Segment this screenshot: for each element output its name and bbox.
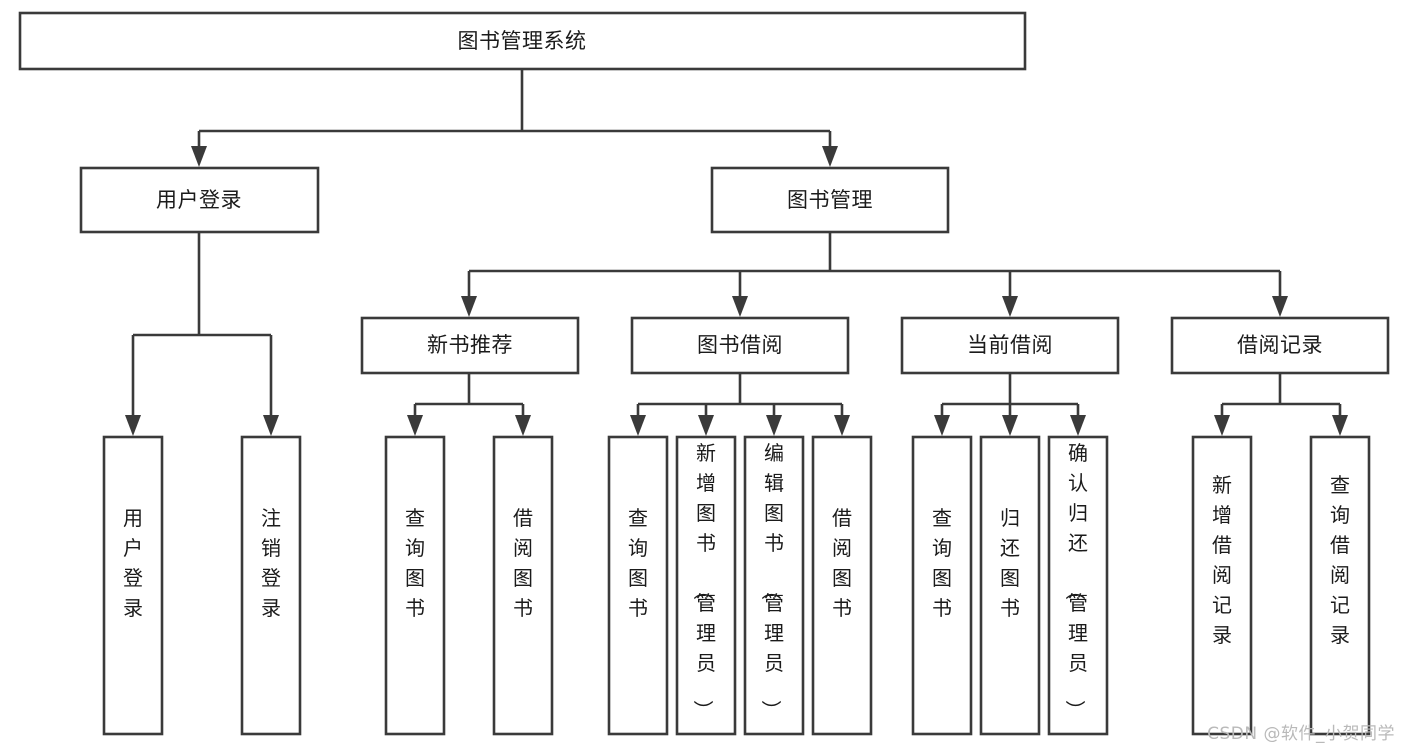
node-new-book-recommend[interactable]: 新书推荐 <box>360 316 580 375</box>
node-book-borrow-label: 图书借阅 <box>697 333 783 357</box>
leaf-edit-book-box[interactable] <box>743 435 805 736</box>
leaf-borrow-book-1[interactable]: 借阅图书 <box>492 435 554 736</box>
leaf-user-login-box[interactable] <box>102 435 164 736</box>
leaf-query-borrow-record-label: 查询借阅记录 <box>1330 473 1350 647</box>
leaf-query-borrow-record-box[interactable] <box>1309 435 1371 736</box>
leaf-logout-login-label: 注销登录 <box>261 506 281 620</box>
leaf-borrow-book-2-box[interactable] <box>811 435 873 736</box>
arrow-to-new-book-recommend-icon <box>461 296 477 317</box>
node-new-book-recommend-label: 新书推荐 <box>427 333 513 357</box>
leaf-add-borrow-record-box[interactable] <box>1191 435 1253 736</box>
node-current-borrow-label: 当前借阅 <box>967 333 1053 357</box>
leaf-edit-book-label: 编辑图书（管理员） <box>759 441 784 720</box>
arrow-cb-leaf1-icon <box>934 415 950 436</box>
leaf-add-book-box[interactable] <box>675 435 737 736</box>
node-new-book-recommend-box[interactable] <box>360 316 580 375</box>
arrow-to-book-borrow-icon <box>732 296 748 317</box>
arrow-cb-leaf3-icon <box>1070 415 1086 436</box>
node-user-login[interactable]: 用户登录 <box>79 166 320 234</box>
connectors-book-management-to-level3 <box>461 232 1288 317</box>
leaf-logout-login[interactable]: 注销登录 <box>240 435 302 736</box>
connectors-current-borrow-to-leaves <box>934 373 1086 436</box>
arrow-to-current-borrow-icon <box>1002 296 1018 317</box>
leaf-query-book-1-label: 查询图书 <box>405 506 425 620</box>
leaf-user-login-label: 用户登录 <box>123 506 143 620</box>
arrow-to-borrow-record-icon <box>1272 296 1288 317</box>
leaf-borrow-book-1-label: 借阅图书 <box>513 506 533 620</box>
leaf-query-book-2-box[interactable] <box>607 435 669 736</box>
node-book-management[interactable]: 图书管理 <box>710 166 950 234</box>
leaf-edit-book[interactable]: 编辑图书（管理员） <box>743 435 805 736</box>
leaf-confirm-return-box[interactable] <box>1047 435 1109 736</box>
arrow-bb-leaf3-icon <box>766 415 782 436</box>
node-user-login-label: 用户登录 <box>156 188 242 212</box>
node-borrow-record-label: 借阅记录 <box>1237 333 1323 357</box>
node-root-box[interactable] <box>18 11 1027 71</box>
leaf-borrow-book-1-box[interactable] <box>492 435 554 736</box>
node-borrow-record[interactable]: 借阅记录 <box>1170 316 1390 375</box>
arrow-bb-leaf4-icon <box>834 415 850 436</box>
node-current-borrow-box[interactable] <box>900 316 1120 375</box>
arrow-nbr-leaf2-icon <box>515 415 531 436</box>
leaf-return-book-label: 归还图书 <box>1000 506 1020 620</box>
leaf-add-borrow-record[interactable]: 新增借阅记录 <box>1191 435 1253 736</box>
arrow-to-book-management-icon <box>822 146 838 167</box>
node-borrow-record-box[interactable] <box>1170 316 1390 375</box>
arrow-br-leaf2-icon <box>1332 415 1348 436</box>
leaf-logout-login-box[interactable] <box>240 435 302 736</box>
leaf-query-borrow-record[interactable]: 查询借阅记录 <box>1309 435 1371 736</box>
leaf-query-book-3-label: 查询图书 <box>932 506 952 620</box>
leaf-confirm-return[interactable]: 确认归还（管理员） <box>1047 435 1109 736</box>
arrow-user-login-leaf1-icon <box>125 415 141 436</box>
leaf-query-book-2[interactable]: 查询图书 <box>607 435 669 736</box>
leaf-add-book[interactable]: 新增图书（管理员） <box>675 435 737 736</box>
csdn-watermark: CSDN @软件_小贺同学 <box>1207 724 1395 744</box>
connectors-new-book-recommend-to-leaves <box>407 373 531 436</box>
arrow-bb-leaf2-icon <box>698 415 714 436</box>
leaf-borrow-book-2[interactable]: 借阅图书 <box>811 435 873 736</box>
node-book-management-label: 图书管理 <box>787 188 873 212</box>
arrow-br-leaf1-icon <box>1214 415 1230 436</box>
leaf-add-book-label: 新增图书（管理员） <box>691 441 716 720</box>
arrow-bb-leaf1-icon <box>630 415 646 436</box>
node-root[interactable]: 图书管理系统 <box>18 11 1027 71</box>
leaf-query-book-3[interactable]: 查询图书 <box>911 435 973 736</box>
node-user-login-box[interactable] <box>79 166 320 234</box>
leaf-return-book[interactable]: 归还图书 <box>979 435 1041 736</box>
leaf-query-book-3-box[interactable] <box>911 435 973 736</box>
leaf-query-book-2-label: 查询图书 <box>628 506 648 620</box>
leaf-user-login[interactable]: 用户登录 <box>102 435 164 736</box>
connectors-user-login-to-leaves <box>125 232 279 436</box>
node-root-label: 图书管理系统 <box>458 29 587 53</box>
connectors-borrow-record-to-leaves <box>1214 373 1348 436</box>
arrow-user-login-leaf2-icon <box>263 415 279 436</box>
node-book-management-box[interactable] <box>710 166 950 234</box>
node-current-borrow[interactable]: 当前借阅 <box>900 316 1120 375</box>
connectors-root-to-level2 <box>191 69 838 167</box>
leaf-confirm-return-label: 确认归还（管理员） <box>1063 441 1088 720</box>
node-book-borrow[interactable]: 图书借阅 <box>630 316 850 375</box>
leaf-add-borrow-record-label: 新增借阅记录 <box>1212 473 1232 647</box>
arrow-nbr-leaf1-icon <box>407 415 423 436</box>
arrow-cb-leaf2-icon <box>1002 415 1018 436</box>
leaf-query-book-1-box[interactable] <box>384 435 446 736</box>
node-book-borrow-box[interactable] <box>630 316 850 375</box>
connectors-book-borrow-to-leaves <box>630 373 850 436</box>
arrow-to-user-login-icon <box>191 146 207 167</box>
leaf-return-book-box[interactable] <box>979 435 1041 736</box>
leaf-query-book-1[interactable]: 查询图书 <box>384 435 446 736</box>
leaf-borrow-book-2-label: 借阅图书 <box>832 506 852 620</box>
